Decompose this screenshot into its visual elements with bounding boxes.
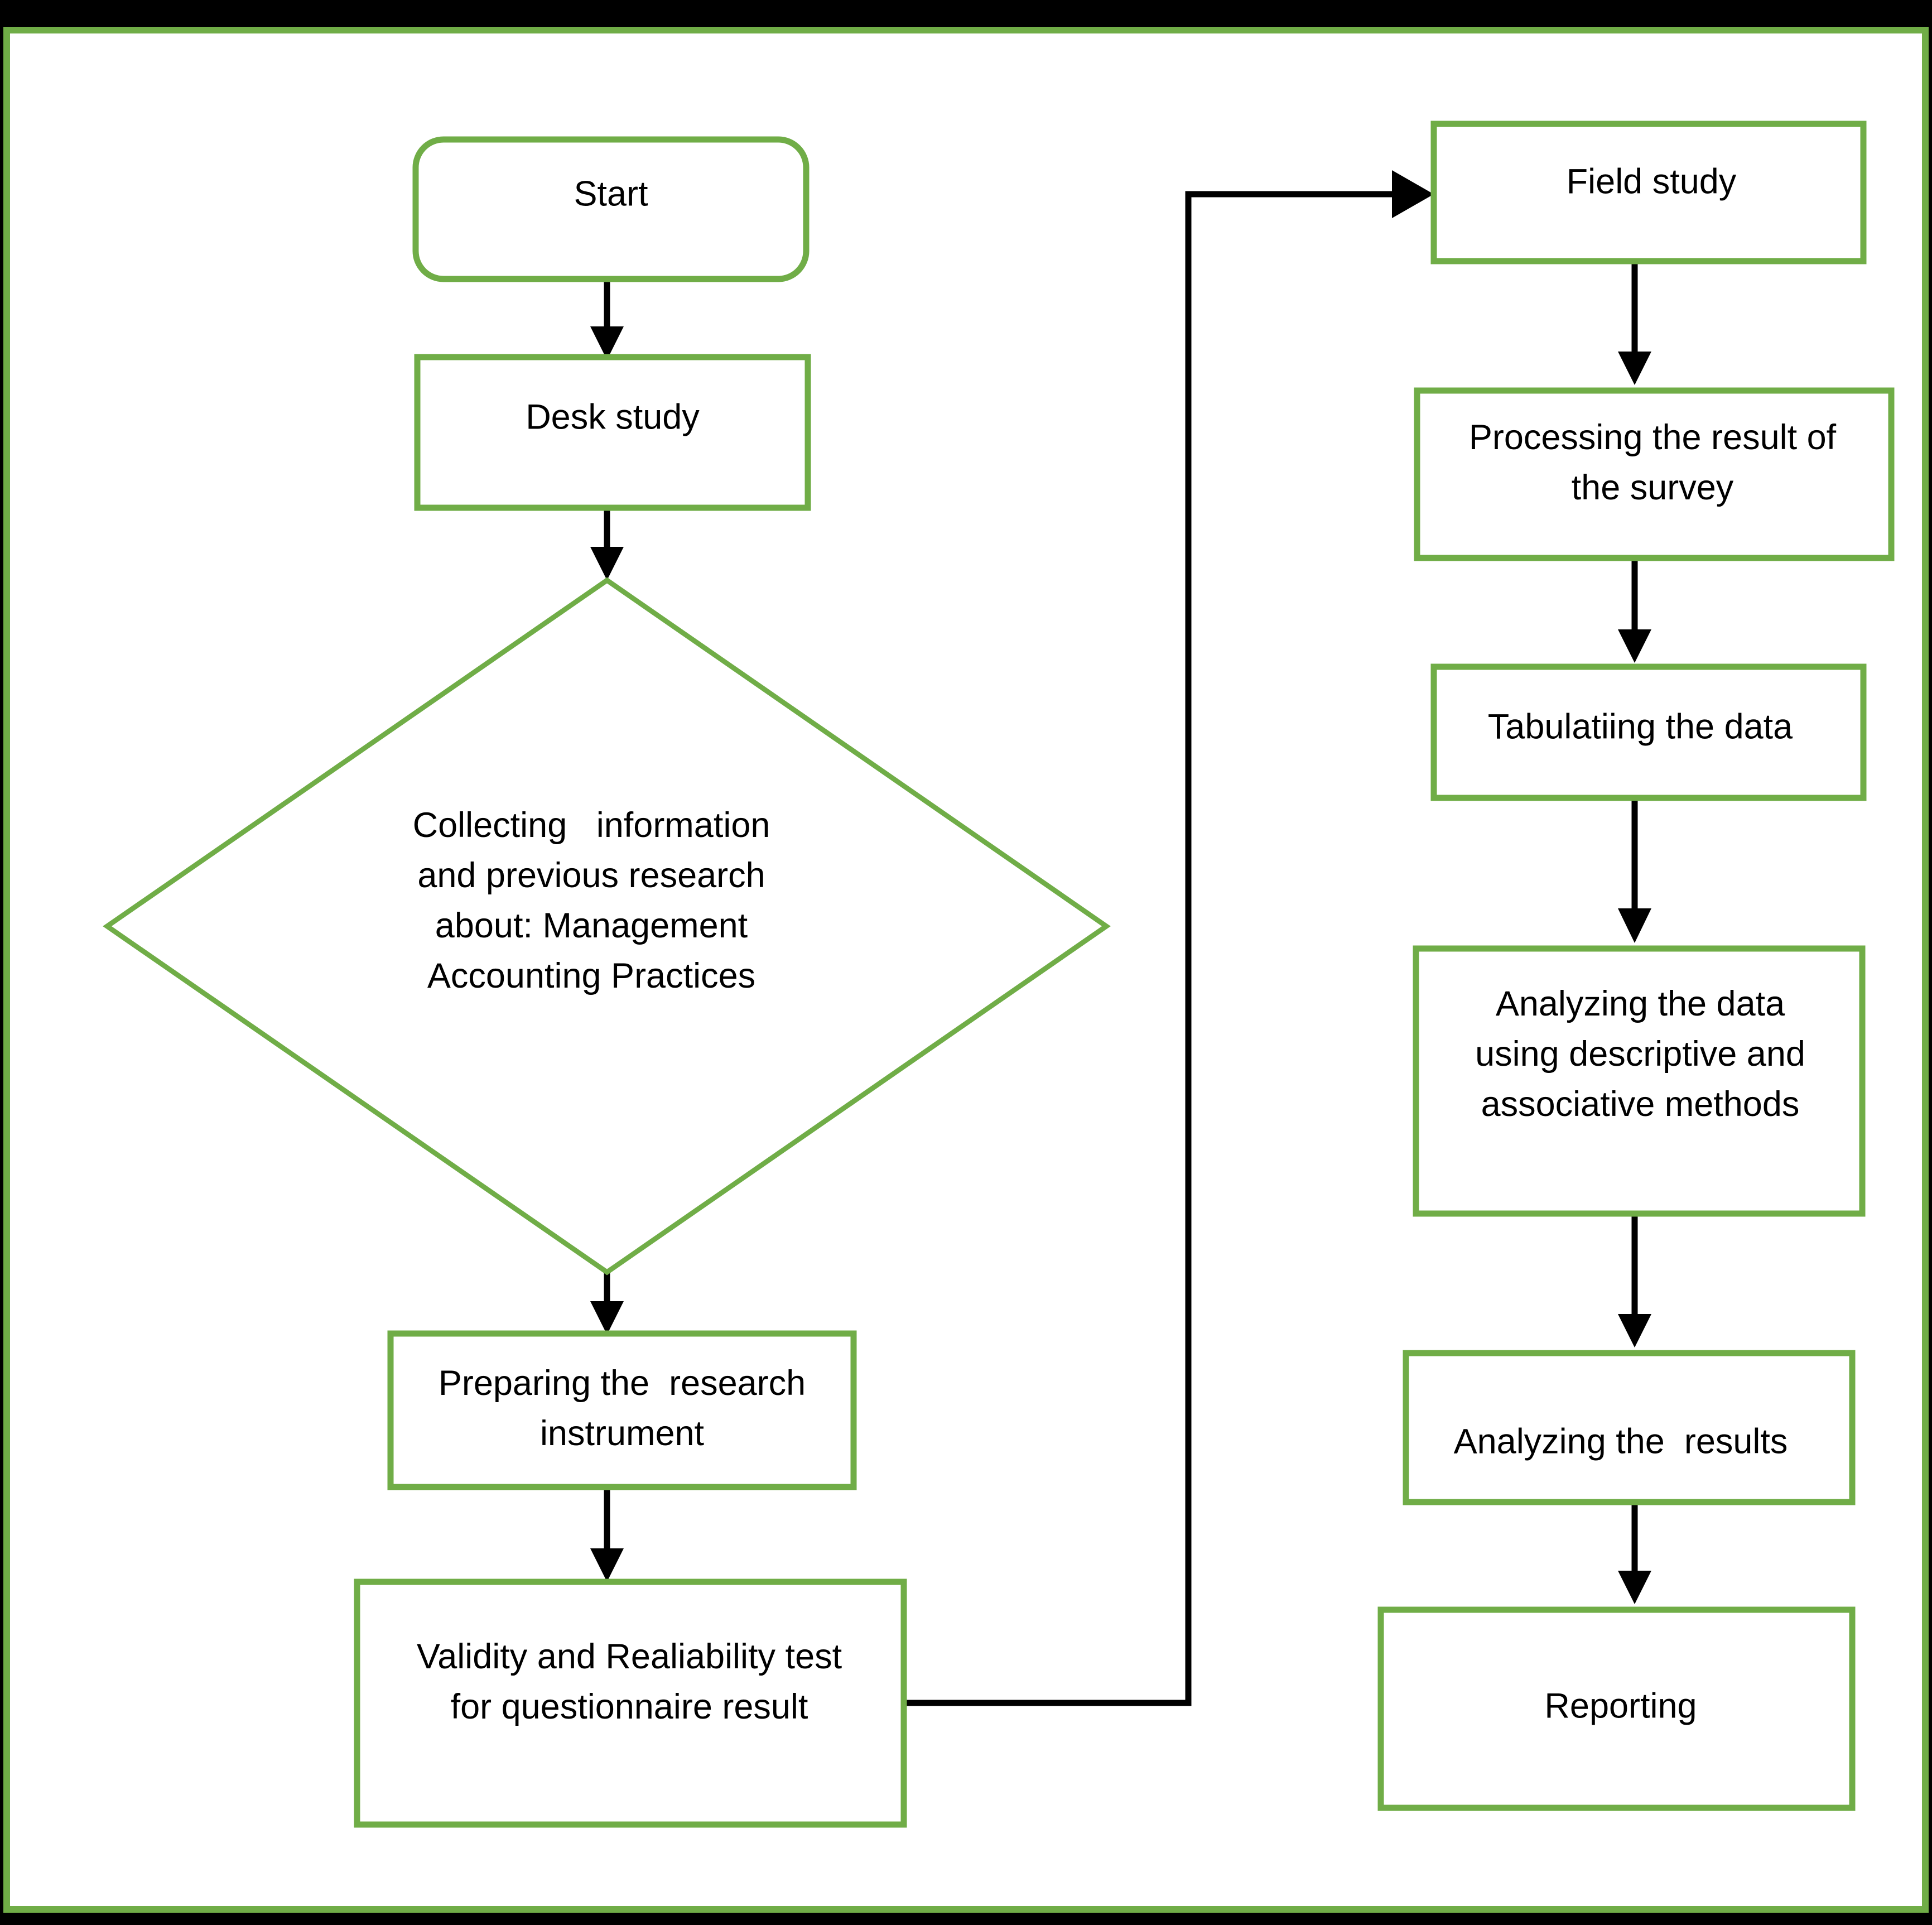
edge-preparing-to-validity xyxy=(590,1487,624,1582)
edge-analyzing-data-to-analyzing-results xyxy=(1618,1214,1651,1348)
node-collecting-line-4: Accounting Practices xyxy=(427,956,755,995)
node-analyzing-data[interactable]: Analyzing the data using descriptive and… xyxy=(1413,945,1866,1217)
edge-field-study-to-processing xyxy=(1618,261,1651,385)
node-processing-survey-result[interactable]: Processing the result of the survey xyxy=(1414,387,1895,561)
node-collecting-line-2: and previous research xyxy=(417,856,765,895)
node-tabulating-data[interactable]: Tabulatiing the data xyxy=(1430,663,1867,801)
node-collecting-line-3: about: Management xyxy=(435,906,748,945)
node-analyzing-data-line-3: associative methods xyxy=(1481,1085,1800,1124)
edge-processing-to-tabulating xyxy=(1618,558,1651,663)
node-field-study-label: Field study xyxy=(1567,162,1737,201)
node-preparing-line-1: Preparing the research xyxy=(439,1364,806,1403)
node-start-label: Start xyxy=(574,175,648,214)
node-analyzing-data-line-1: Analyzing the data xyxy=(1496,984,1785,1023)
node-desk-study-label: Desk study xyxy=(526,398,700,437)
node-analyzing-data-line-2: using descriptive and xyxy=(1475,1034,1805,1074)
node-desk-study[interactable]: Desk study xyxy=(414,354,811,511)
node-tabulating-label: Tabulatiing the data xyxy=(1488,708,1793,747)
node-analyzing-results[interactable]: Analyzing the results xyxy=(1403,1350,1856,1505)
node-preparing-line-2: instrument xyxy=(540,1414,705,1453)
node-processing-line-2: the survey xyxy=(1572,468,1734,507)
edge-start-to-desk-study xyxy=(590,279,624,360)
node-validity-line-1: Validity and Realiability test xyxy=(417,1637,842,1676)
node-reporting[interactable]: Reporting xyxy=(1377,1606,1856,1811)
node-collecting-line-1: Collecting information xyxy=(413,806,770,845)
node-validity-reliability-test[interactable]: Validity and Realiability test for quest… xyxy=(354,1578,907,1828)
edge-analyzing-results-to-reporting xyxy=(1618,1502,1651,1604)
edge-validity-to-field-study xyxy=(904,170,1434,1706)
node-validity-line-2: for questionnaire result xyxy=(451,1687,808,1726)
node-preparing-research-instrument[interactable]: Preparing the research instrument xyxy=(387,1330,857,1490)
edge-collecting-to-preparing xyxy=(590,1272,624,1335)
node-collecting-information[interactable]: Collecting information and previous rese… xyxy=(103,577,1111,1276)
node-start[interactable]: Start xyxy=(412,136,810,282)
node-reporting-label: Reporting xyxy=(1544,1687,1697,1726)
edge-tabulating-to-analyzing-data xyxy=(1618,798,1651,943)
node-analyzing-results-label: Analyzing the results xyxy=(1454,1422,1788,1461)
node-processing-line-1: Processing the result of xyxy=(1469,418,1837,457)
edge-desk-study-to-collecting xyxy=(590,508,624,580)
node-field-study[interactable]: Field study xyxy=(1430,121,1867,264)
